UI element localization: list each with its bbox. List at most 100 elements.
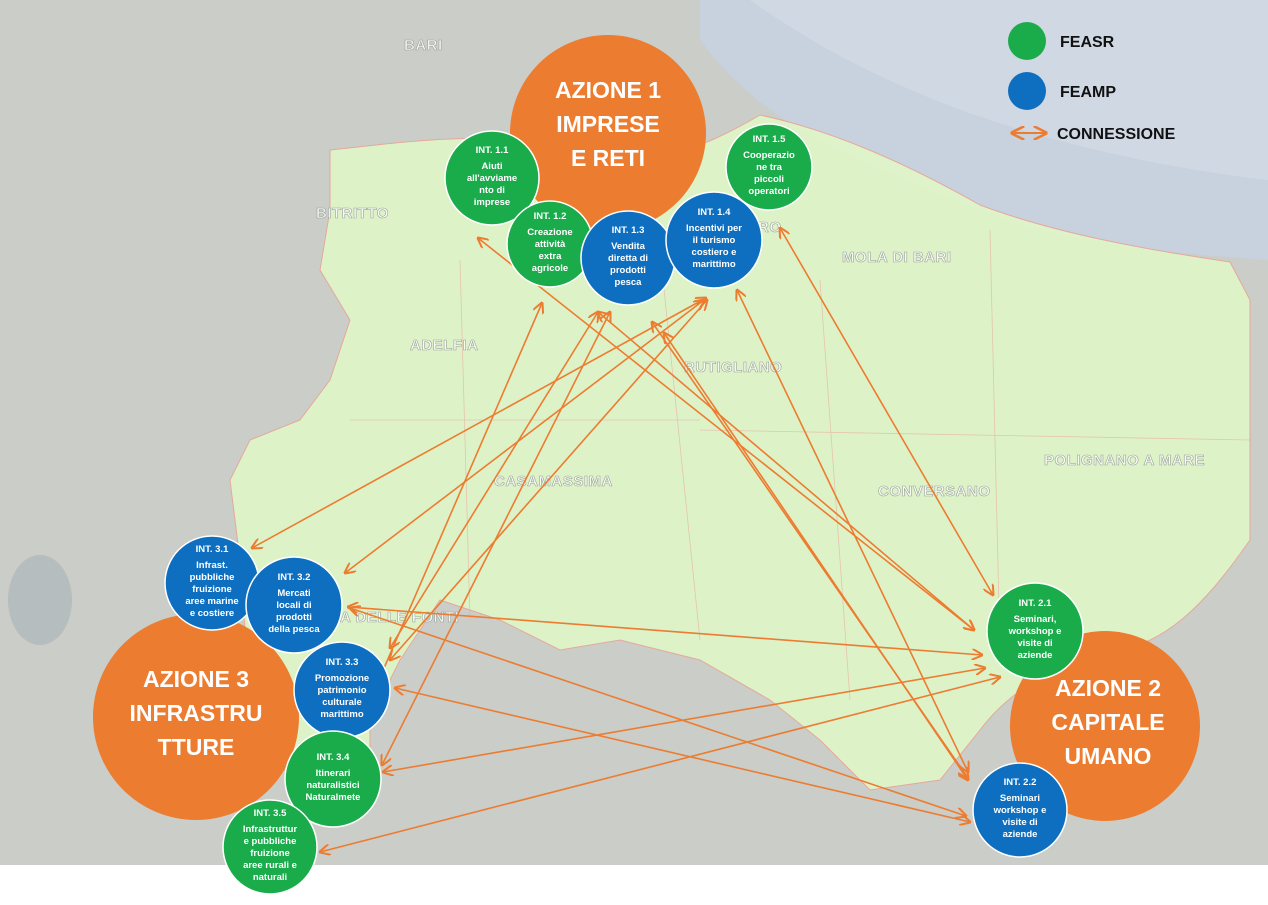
intervention-description-line: Seminari <box>1000 793 1040 804</box>
azione-2-label-line: CAPITALE <box>1051 709 1164 735</box>
intervention-description-line: ne tra <box>756 162 783 173</box>
legend-connessione-label: CONNESSIONE <box>1057 126 1176 143</box>
connections-layer <box>252 228 1000 852</box>
intervention-title: INT. 3.5 <box>254 808 287 819</box>
town-polignano-a-mare: POLIGNANO A MARE <box>1044 452 1205 469</box>
town-noicattaro-partial: RO <box>758 219 782 236</box>
legend-feamp-label: FEAMP <box>1060 84 1116 101</box>
intervention-description-line: costiero e <box>692 247 737 258</box>
intervention-description-line: nto di <box>479 185 505 196</box>
intervention-description-line: workshop e <box>1008 626 1062 637</box>
legend: FEASR FEAMP CONNESSIONE <box>1008 22 1176 143</box>
intervention-description-line: e costiere <box>190 608 234 619</box>
intervention-description-line: Creazione <box>527 227 572 238</box>
town-adelfia: ADELFIA <box>410 337 479 354</box>
intervention-description-line: Infrast. <box>196 560 228 571</box>
intervention-description-line: marittimo <box>320 709 363 720</box>
intervention-circle-feasr <box>725 123 813 211</box>
intervention-3-4: INT. 3.4ItinerarinaturalisticiNaturalmet… <box>284 730 382 828</box>
intervention-description-line: della pesca <box>268 624 320 635</box>
intervention-description-line: operatori <box>748 186 789 197</box>
town-rutigliano: RUTIGLIANO <box>684 359 782 376</box>
intervention-description-line: Naturalmete <box>306 792 361 803</box>
connection-arrow <box>350 608 966 816</box>
intervention-description-line: Incentivi per <box>686 223 742 234</box>
intervention-description-line: all'avviame <box>467 173 517 184</box>
intervention-circle-feamp <box>245 556 343 654</box>
intervention-description-line: workshop e <box>993 805 1047 816</box>
intervention-description-line: Infrastruttur <box>243 824 298 835</box>
intervention-title: INT. 3.3 <box>326 657 359 668</box>
intervention-description-line: Mercati <box>277 588 310 599</box>
intervention-title: INT. 2.2 <box>1004 777 1037 788</box>
town-mola-di-bari: MOLA DI BARI <box>842 249 952 266</box>
intervention-description-line: agricole <box>532 263 568 274</box>
intervention-circle-feasr <box>284 730 382 828</box>
intervention-description-line: piccoli <box>754 174 784 185</box>
intervention-description-line: Itinerari <box>316 768 351 779</box>
intervention-description-line: attività <box>535 239 566 250</box>
intervention-description-line: visite di <box>1017 638 1052 649</box>
connection-arrow <box>390 300 707 660</box>
intervention-description-line: prodotti <box>610 265 646 276</box>
legend-feamp-swatch <box>1008 72 1046 110</box>
intervention-description-line: culturale <box>322 697 362 708</box>
intervention-title: INT. 2.1 <box>1019 598 1052 609</box>
azione-1-label-line: E RETI <box>571 145 645 171</box>
intervention-title: INT. 3.1 <box>196 544 229 555</box>
intervention-description-line: Promozione <box>315 673 369 684</box>
azione-3-label-line: INFRASTRU <box>130 700 263 726</box>
intervention-title: INT. 1.2 <box>534 211 567 222</box>
intervention-description-line: aree rurali e <box>243 860 297 871</box>
intervention-title: INT. 3.2 <box>278 572 311 583</box>
intervention-title: INT. 1.5 <box>753 134 786 145</box>
azione-3-label-line: AZIONE 3 <box>143 666 249 692</box>
intervention-title: INT. 3.4 <box>317 752 350 763</box>
intervention-description-line: extra <box>539 251 562 262</box>
town-bari: BARI <box>404 37 443 54</box>
intervention-title: INT. 1.1 <box>476 145 509 156</box>
intervention-description-line: pubbliche <box>190 572 235 583</box>
intervention-description-line: il turismo <box>693 235 736 246</box>
intervention-description-line: fruizione <box>192 584 232 595</box>
intervention-description-line: marittimo <box>692 259 735 270</box>
dark-patch <box>8 555 72 645</box>
intervention-description-line: Seminari, <box>1014 614 1057 625</box>
intervention-title: INT. 1.3 <box>612 225 645 236</box>
intervention-description-line: aree marine <box>185 596 238 607</box>
intervention-circle-feamp <box>665 191 763 289</box>
intervention-description-line: naturalistici <box>306 780 359 791</box>
intervention-description-line: prodotti <box>276 612 312 623</box>
intervention-description-line: visite di <box>1002 817 1037 828</box>
intervention-description-line: naturali <box>253 872 287 883</box>
intervention-description-line: e pubbliche <box>244 836 297 847</box>
bottom-margin <box>0 865 1268 900</box>
azione-1-label-line: AZIONE 1 <box>555 77 661 103</box>
intervention-description-line: Aiuti <box>481 161 502 172</box>
intervention-circle-feasr <box>222 799 318 895</box>
intervention-description-line: Cooperazio <box>743 150 795 161</box>
intervention-circle-feamp <box>972 762 1068 858</box>
legend-feasr-swatch <box>1008 22 1046 60</box>
azione-1-label-line: IMPRESE <box>556 111 660 137</box>
intervention-circle-feasr <box>444 130 540 226</box>
intervention-description-line: diretta di <box>608 253 648 264</box>
intervention-circle-feasr <box>986 582 1084 680</box>
azione-2-label-line: AZIONE 2 <box>1055 675 1161 701</box>
intervention-3-3: INT. 3.3Promozionepatrimonioculturalemar… <box>293 641 391 739</box>
intervention-description-line: patrimonio <box>317 685 366 696</box>
azione-2-circle <box>1010 631 1200 821</box>
intervention-description-line: locali di <box>276 600 311 611</box>
intervention-description-line: fruizione <box>250 848 290 859</box>
